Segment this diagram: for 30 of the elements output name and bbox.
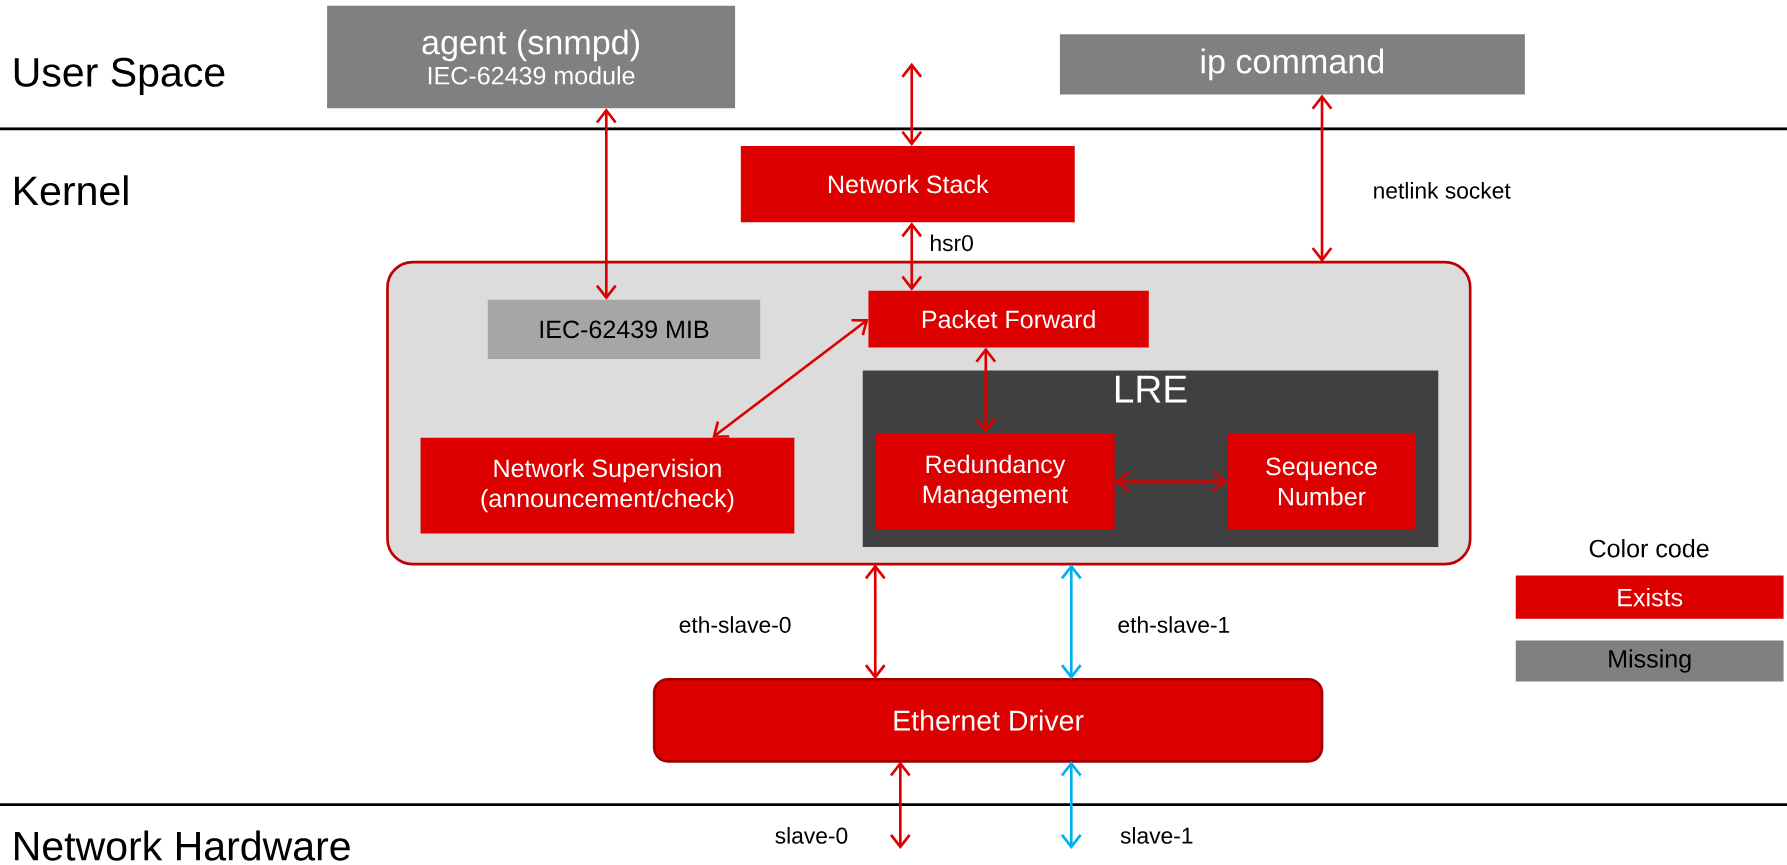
- module-box: Network Stack: [740, 145, 1075, 223]
- edge-label: slave-0: [775, 827, 848, 844]
- arrow: [889, 761, 911, 850]
- legend-title: Color code: [1589, 539, 1709, 558]
- arrow: [901, 222, 923, 291]
- edge-label: eth-slave-1: [1118, 616, 1230, 633]
- component-box: IEC-62439 MIB: [487, 299, 761, 359]
- arrow: [975, 347, 997, 434]
- module-box: Redundancy Management: [875, 433, 1115, 530]
- arrow: [595, 108, 617, 300]
- software-box: ip command: [1059, 34, 1525, 95]
- layer-label: Kernel: [15, 175, 128, 206]
- driver-box: Ethernet Driver: [652, 677, 1324, 763]
- module-box: Network Supervision (announcement/check): [420, 437, 795, 534]
- module-box: Packet Forward: [868, 290, 1149, 348]
- arrow: [712, 318, 869, 438]
- arrow: [1311, 94, 1333, 263]
- edge-label: eth-slave-0: [679, 616, 791, 633]
- arrow: [901, 62, 923, 146]
- edge-label: slave-1: [1120, 827, 1193, 844]
- layer-label: Network Hardware: [15, 830, 350, 861]
- software-box: agent (snmpd) IEC-62439 module: [327, 5, 736, 109]
- layer-label: User Space: [14, 57, 225, 95]
- module-box: Sequence Number: [1227, 433, 1416, 530]
- edge-label: hsr0: [931, 234, 973, 252]
- arrow: [864, 564, 886, 680]
- arrow: [1060, 761, 1082, 850]
- edge-label: netlink socket: [1374, 181, 1511, 199]
- arrow: [1114, 471, 1228, 492]
- arrow: [1060, 564, 1082, 680]
